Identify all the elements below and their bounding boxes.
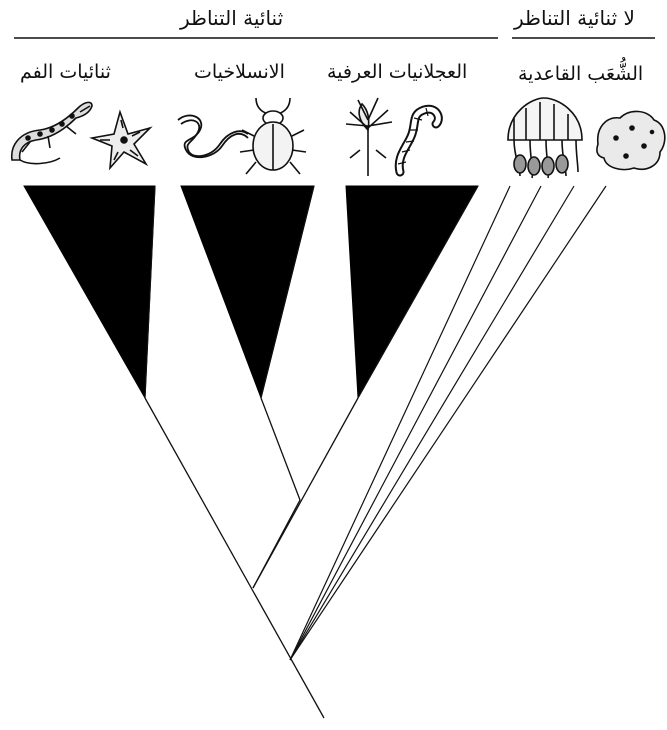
basal-branch-4 — [290, 186, 606, 660]
annelid-worm-icon — [398, 108, 438, 172]
branch-ecdysozoa — [261, 398, 300, 500]
starfish-icon — [92, 112, 150, 168]
ecdysozoa-clade-triangle — [181, 186, 314, 398]
beetle-icon — [240, 98, 306, 174]
jellyfish-icon — [508, 98, 582, 178]
roundworm-icon — [178, 115, 248, 157]
lophotrochozoa-clade-triangle — [346, 186, 478, 398]
lizard-icon — [12, 102, 92, 163]
branch-protostome-ecdysozoa-link — [253, 500, 300, 588]
sponge-icon — [597, 111, 665, 169]
deuterostomia-clade-triangle — [24, 186, 155, 398]
branch-deuterostomia — [145, 398, 324, 718]
bryozoan-icon — [346, 98, 392, 176]
